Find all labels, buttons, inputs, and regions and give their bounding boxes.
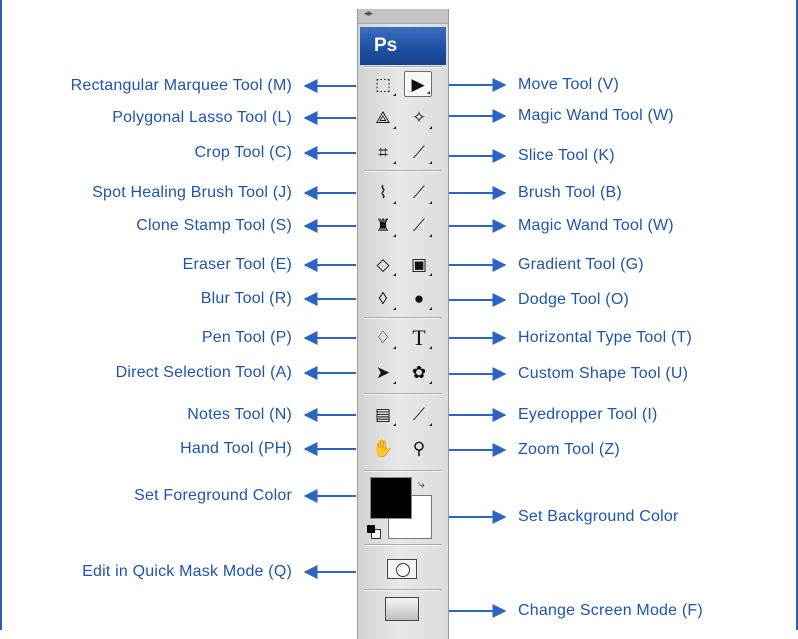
history-brush-icon[interactable]: ⟋ [405,213,433,239]
slice-tool-icon[interactable]: ⟋ [405,140,433,166]
label-crop: Crop Tool (C) [194,144,292,161]
label-dodge: Dodge Tool (O) [518,291,630,308]
label-rectangular-marquee: Rectangular Marquee Tool (M) [70,77,292,94]
magic-wand-icon[interactable]: ✧ [405,105,433,131]
label-background-color: Set Background Color [518,508,679,525]
toolbox-separator [364,66,442,68]
frame-border-right [796,0,798,630]
brush-tool-icon[interactable]: ⟋ [405,180,433,206]
foreground-color-swatch[interactable] [370,477,412,519]
blur-tool-icon[interactable]: ◊ [369,286,397,312]
quick-mask-mode-icon[interactable] [387,559,417,579]
screen-mode-icon[interactable] [385,597,419,621]
toolbox-separator [364,170,442,172]
hand-tool-icon[interactable]: ✋ [372,439,394,458]
label-horizontal-type: Horizontal Type Tool (T) [518,329,693,346]
eyedropper-tool-icon[interactable]: ⟋ [405,402,433,428]
label-clone-stamp: Clone Stamp Tool (S) [136,217,292,234]
toolbox-separator [364,470,442,472]
label-magic-wand-2: Magic Wand Tool (W) [518,217,674,234]
zoom-tool-icon[interactable]: ⚲ [412,439,426,458]
crop-tool-icon[interactable]: ⌗ [369,140,397,166]
label-direct-selection: Direct Selection Tool (A) [115,364,292,381]
toolbox-separator [364,589,442,591]
toolbox-separator [364,393,442,395]
label-magic-wand: Magic Wand Tool (W) [518,107,674,124]
label-eraser: Eraser Tool (E) [182,256,292,273]
label-move: Move Tool (V) [518,76,620,93]
label-notes: Notes Tool (N) [187,406,292,423]
label-brush: Brush Tool (B) [518,184,622,201]
pen-tool-icon[interactable]: ♢ [369,325,397,351]
label-hand: Hand Tool (PH) [180,440,292,457]
swap-colors-icon[interactable]: ⤷ [418,477,425,491]
label-custom-shape: Custom Shape Tool (U) [518,365,689,382]
label-blur: Blur Tool (R) [200,290,292,307]
photoshop-toolbox: ◂▸ Ps ⬚ ▶ ⟁ ✧ ⌗ ⟋ ⌇ ⟋ ♜ ⟋ ◇ ▣ ◊ ● ♢ T ➤ … [357,8,449,639]
polygonal-lasso-icon[interactable]: ⟁ [369,105,397,131]
type-tool-icon[interactable]: T [405,325,433,351]
rectangular-marquee-icon[interactable]: ⬚ [369,72,397,98]
label-zoom: Zoom Tool (Z) [518,441,620,458]
notes-tool-icon[interactable]: ▤ [369,402,397,428]
label-change-screen-mode: Change Screen Mode (F) [518,602,703,619]
gradient-tool-icon[interactable]: ▣ [405,252,433,278]
label-quick-mask: Edit in Quick Mask Mode (Q) [82,563,292,580]
eraser-tool-icon[interactable]: ◇ [369,252,397,278]
spot-healing-brush-icon[interactable]: ⌇ [369,180,397,206]
toolbox-grip[interactable]: ◂▸ [358,8,448,24]
toolbox-separator [364,544,442,546]
label-pen: Pen Tool (P) [201,329,292,346]
clone-stamp-icon[interactable]: ♜ [369,213,397,239]
default-colors-icon[interactable] [367,525,381,539]
ps-logo: Ps [360,27,446,65]
toolbox-separator [364,317,442,319]
collapse-arrows-icon[interactable]: ◂▸ [364,8,374,18]
label-spot-healing: Spot Healing Brush Tool (J) [92,184,292,201]
label-slice: Slice Tool (K) [518,147,615,164]
dodge-tool-icon[interactable]: ● [405,286,433,312]
label-eyedropper: Eyedropper Tool (I) [518,406,658,423]
label-foreground-color: Set Foreground Color [134,487,292,504]
label-gradient: Gradient Tool (G) [518,256,644,273]
direct-selection-icon[interactable]: ➤ [369,360,397,386]
label-polygonal-lasso: Polygonal Lasso Tool (L) [112,109,292,126]
move-tool-icon[interactable]: ▶ [404,71,432,97]
frame-border-left [0,0,2,630]
custom-shape-icon[interactable]: ✿ [405,360,433,386]
